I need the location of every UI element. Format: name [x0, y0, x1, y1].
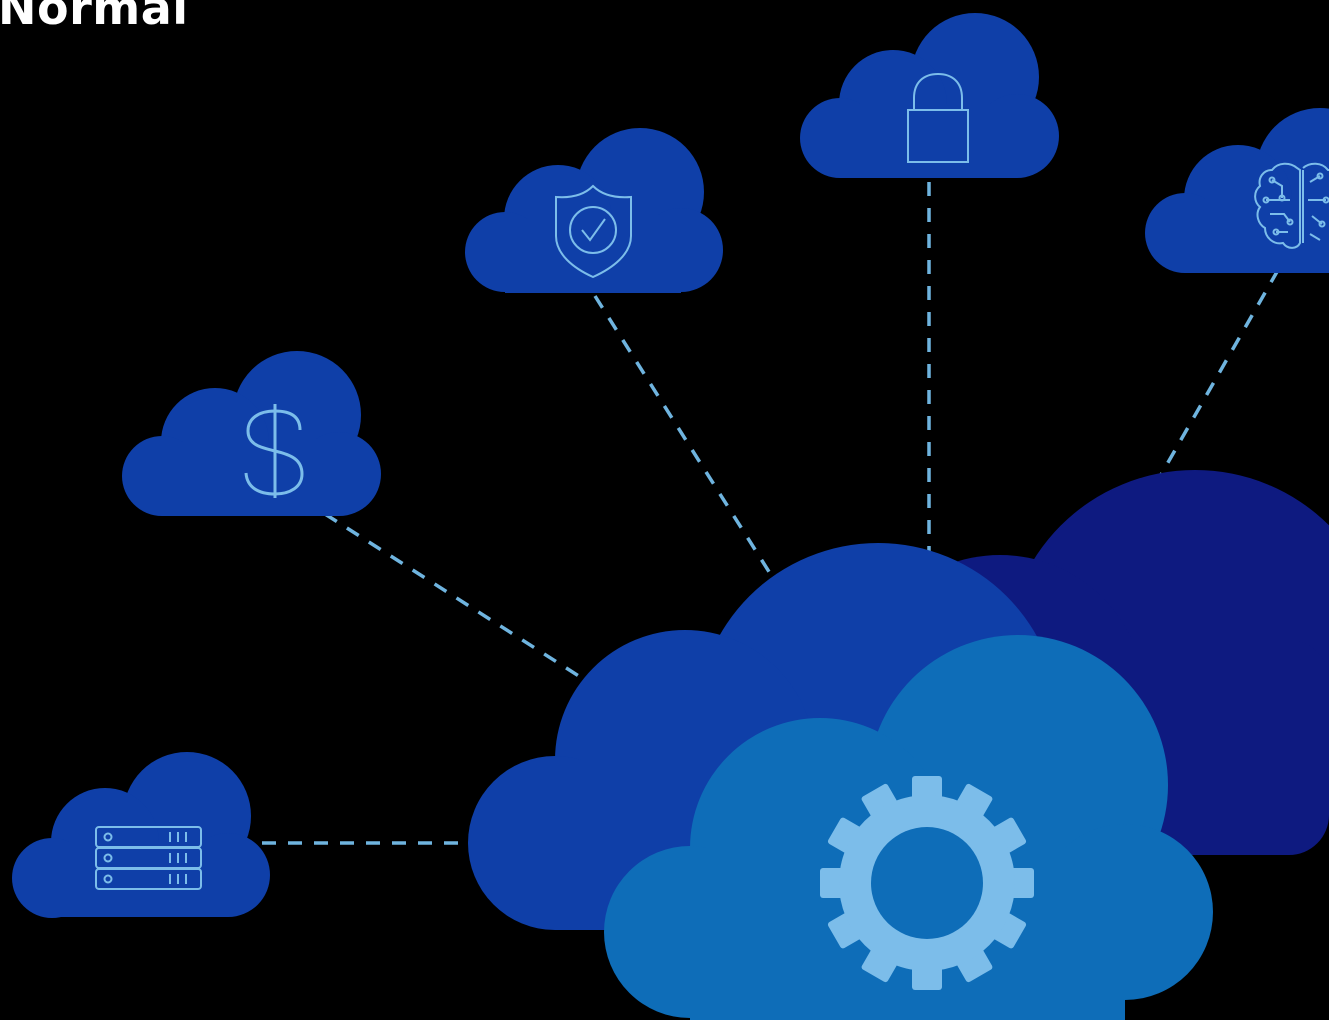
padlock-icon — [907, 72, 969, 163]
cloud-cost[interactable] — [122, 351, 381, 516]
connector-security — [593, 295, 780, 587]
server-icon — [95, 826, 202, 890]
connector-cost — [324, 512, 586, 682]
connectors — [262, 182, 1280, 845]
brain-circuit-icon — [1254, 162, 1329, 249]
cloud-intelligence[interactable] — [1145, 108, 1329, 273]
cloud-storage[interactable] — [12, 752, 270, 918]
dollar-icon — [244, 404, 304, 498]
connector-intelligence — [1156, 269, 1280, 481]
gear-icon — [820, 776, 1034, 990]
cloud-security[interactable] — [465, 128, 723, 293]
cloud-privacy[interactable] — [800, 13, 1059, 178]
shield-check-icon — [555, 184, 632, 279]
page-title: Normal — [0, 0, 189, 35]
hub-cloud — [468, 470, 1329, 1020]
